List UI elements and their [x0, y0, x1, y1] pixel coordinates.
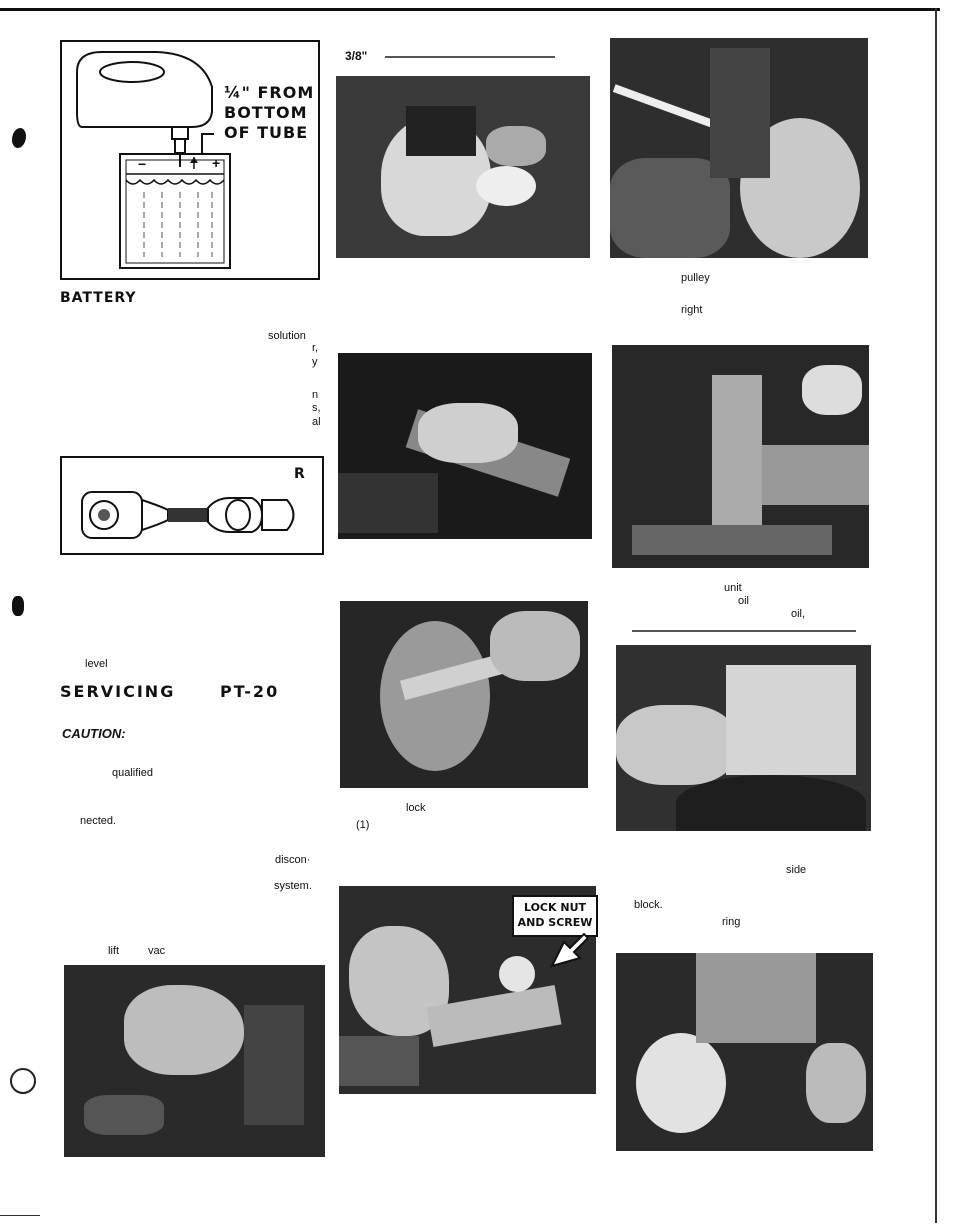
- middle-caption-lock: lock: [406, 802, 426, 814]
- battery-label-line3: OF TUBE: [224, 123, 309, 142]
- terminal-brush-illustration: [81, 491, 295, 539]
- left-fragment: solution: [268, 330, 306, 342]
- photo-pulley-wrench: [340, 601, 588, 788]
- top-caption-smudge: [385, 56, 555, 58]
- lock-callout-line1: LOCK NUT: [523, 901, 587, 914]
- vac-word: vac: [148, 945, 166, 957]
- right-caption-unit: unit: [724, 582, 742, 594]
- middle-caption-one: (1): [356, 819, 370, 831]
- top-rule: [0, 8, 940, 11]
- photo-pulley-rod: [610, 38, 868, 258]
- left-fragment: r,: [312, 342, 319, 354]
- photo-motor-assembly: [336, 76, 590, 258]
- battery-plus-sign: +: [212, 155, 221, 171]
- right-rule: [935, 8, 937, 1223]
- photo-lock-nut: [339, 886, 596, 1094]
- lock-callout-line2: AND SCREW: [517, 916, 593, 929]
- photo-piston-ring: [616, 953, 873, 1151]
- right-smudge-line: [632, 630, 856, 632]
- level-word: level: [85, 658, 108, 670]
- top-caption: 3/8": [345, 49, 368, 63]
- right-caption-side: side: [786, 864, 807, 876]
- servicing-heading: SERVICING: [60, 682, 176, 701]
- right-caption-block: block.: [634, 899, 663, 911]
- battery-label-line1: ¼" FROM: [224, 83, 315, 102]
- left-fragment: n: [312, 389, 319, 401]
- right-caption-ring: ring: [722, 916, 741, 928]
- model-heading: PT-20: [220, 682, 280, 701]
- callout-arrow-icon: [550, 932, 588, 968]
- right-caption-oil2: oil,: [791, 608, 806, 620]
- terminal-cleaner-diagram: R: [60, 456, 324, 555]
- battery-diagram: ¼" FROM BOTTOM OF TUBE − +: [60, 40, 320, 280]
- system-word: system.: [274, 880, 312, 892]
- left-fragment: y: [312, 356, 318, 368]
- caution-label: CAUTION:: [62, 726, 126, 741]
- right-caption-oil: oil: [738, 595, 750, 607]
- battery-illustration: [76, 51, 231, 269]
- photo-belt-screwdriver: [612, 345, 869, 568]
- right-caption-right: right: [681, 304, 703, 316]
- qualified-word: qualified: [112, 767, 153, 779]
- page-mark: [10, 1068, 36, 1094]
- lift-word: lift: [108, 945, 119, 957]
- photo-vacuum-hand: [64, 965, 325, 1157]
- battery-heading: BATTERY: [60, 290, 137, 306]
- terminal-box-letter: R: [294, 466, 306, 482]
- bottom-mark: [0, 1215, 40, 1216]
- right-caption-pulley: pulley: [681, 272, 710, 284]
- left-fragment: s,: [312, 402, 321, 414]
- discon-word: discon·: [275, 854, 311, 866]
- lock-callout-box: LOCK NUT AND SCREW: [512, 895, 598, 937]
- page-mark: [12, 128, 26, 148]
- page-mark: [12, 596, 24, 616]
- photo-chain-belt: [338, 353, 592, 539]
- battery-label-line2: BOTTOM: [224, 103, 308, 122]
- battery-minus-sign: −: [138, 156, 147, 172]
- photo-oil-plug: [616, 645, 871, 831]
- left-fragment: al: [312, 416, 321, 428]
- nected-word: nected.: [80, 815, 117, 827]
